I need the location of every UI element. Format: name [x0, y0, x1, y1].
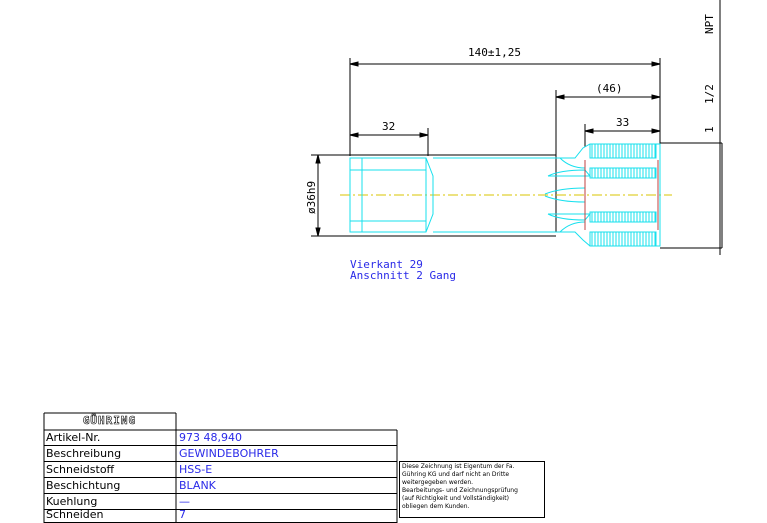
row-flutes: Schneiden 7: [44, 507, 397, 523]
thread-size-text: 1/2: [703, 84, 716, 104]
note-square: Vierkant 29: [350, 258, 423, 271]
label-flutes: Schneiden: [46, 508, 104, 521]
thread-teeth: [591, 144, 656, 246]
dimension-thread-length: [584, 124, 661, 147]
ownership-disclaimer: Diese Zeichnung ist Eigentum der Fa. Güh…: [399, 461, 545, 518]
dimension-square-length: [349, 128, 429, 156]
thread-length-text: 33: [616, 116, 629, 129]
cutting-edge-lines: [584, 160, 659, 230]
label-cooling: Kuehlung: [46, 495, 98, 508]
dimension-diameter: [311, 154, 556, 237]
disclaimer-line: Bearbeitungs- und Zeichnungsprüfung: [402, 487, 518, 494]
thread-extension-lines: [660, 142, 723, 249]
value-article-number: 973 48,940: [179, 431, 242, 444]
overall-length-text: 140±1,25: [468, 46, 521, 59]
tap-body: [349, 143, 661, 247]
dimension-overall-length: [349, 58, 661, 152]
value-cooling: —: [179, 495, 190, 508]
label-description: Beschreibung: [46, 447, 122, 460]
note-chamfer: Anschnitt 2 Gang: [350, 269, 456, 282]
thread-type-text: NPT: [703, 14, 716, 34]
shank-ref-text: (46): [596, 82, 623, 95]
thread-whole-text: 1: [703, 126, 716, 133]
value-material: HSS-E: [179, 463, 213, 476]
value-flutes: 7: [179, 508, 186, 521]
row-coating: Beschichtung BLANK: [44, 478, 397, 494]
disclaimer-line: obliegen dem Kunden.: [402, 503, 470, 510]
value-description: GEWINDEBOHRER: [179, 447, 279, 460]
disclaimer-line: (auf Richtigkeit und Vollständigkeit): [402, 495, 510, 502]
diameter-text: ø36h9: [305, 181, 318, 214]
disclaimer-line: weitergegeben werden.: [402, 479, 474, 486]
row-cooling: Kuehlung —: [44, 494, 397, 510]
row-article-number: Artikel-Nr. 973 48,940: [44, 430, 397, 446]
label-coating: Beschichtung: [46, 479, 121, 492]
label-article-number: Artikel-Nr.: [46, 431, 101, 444]
row-description: Beschreibung GEWINDEBOHRER: [44, 446, 397, 462]
disclaimer-line: Diese Zeichnung ist Eigentum der Fa.: [402, 463, 515, 470]
disclaimer-line: Gühring KG und darf nicht an Dritte: [402, 471, 510, 478]
square-length-text: 32: [382, 120, 395, 133]
guehring-logo: GÜHRING: [82, 414, 137, 428]
dimension-shank-ref: [555, 90, 661, 232]
value-coating: BLANK: [179, 479, 216, 492]
row-material: Schneidstoff HSS-E: [44, 462, 397, 478]
thread-spec-label: NPT 1/2 1: [703, 14, 716, 133]
label-material: Schneidstoff: [46, 463, 115, 476]
